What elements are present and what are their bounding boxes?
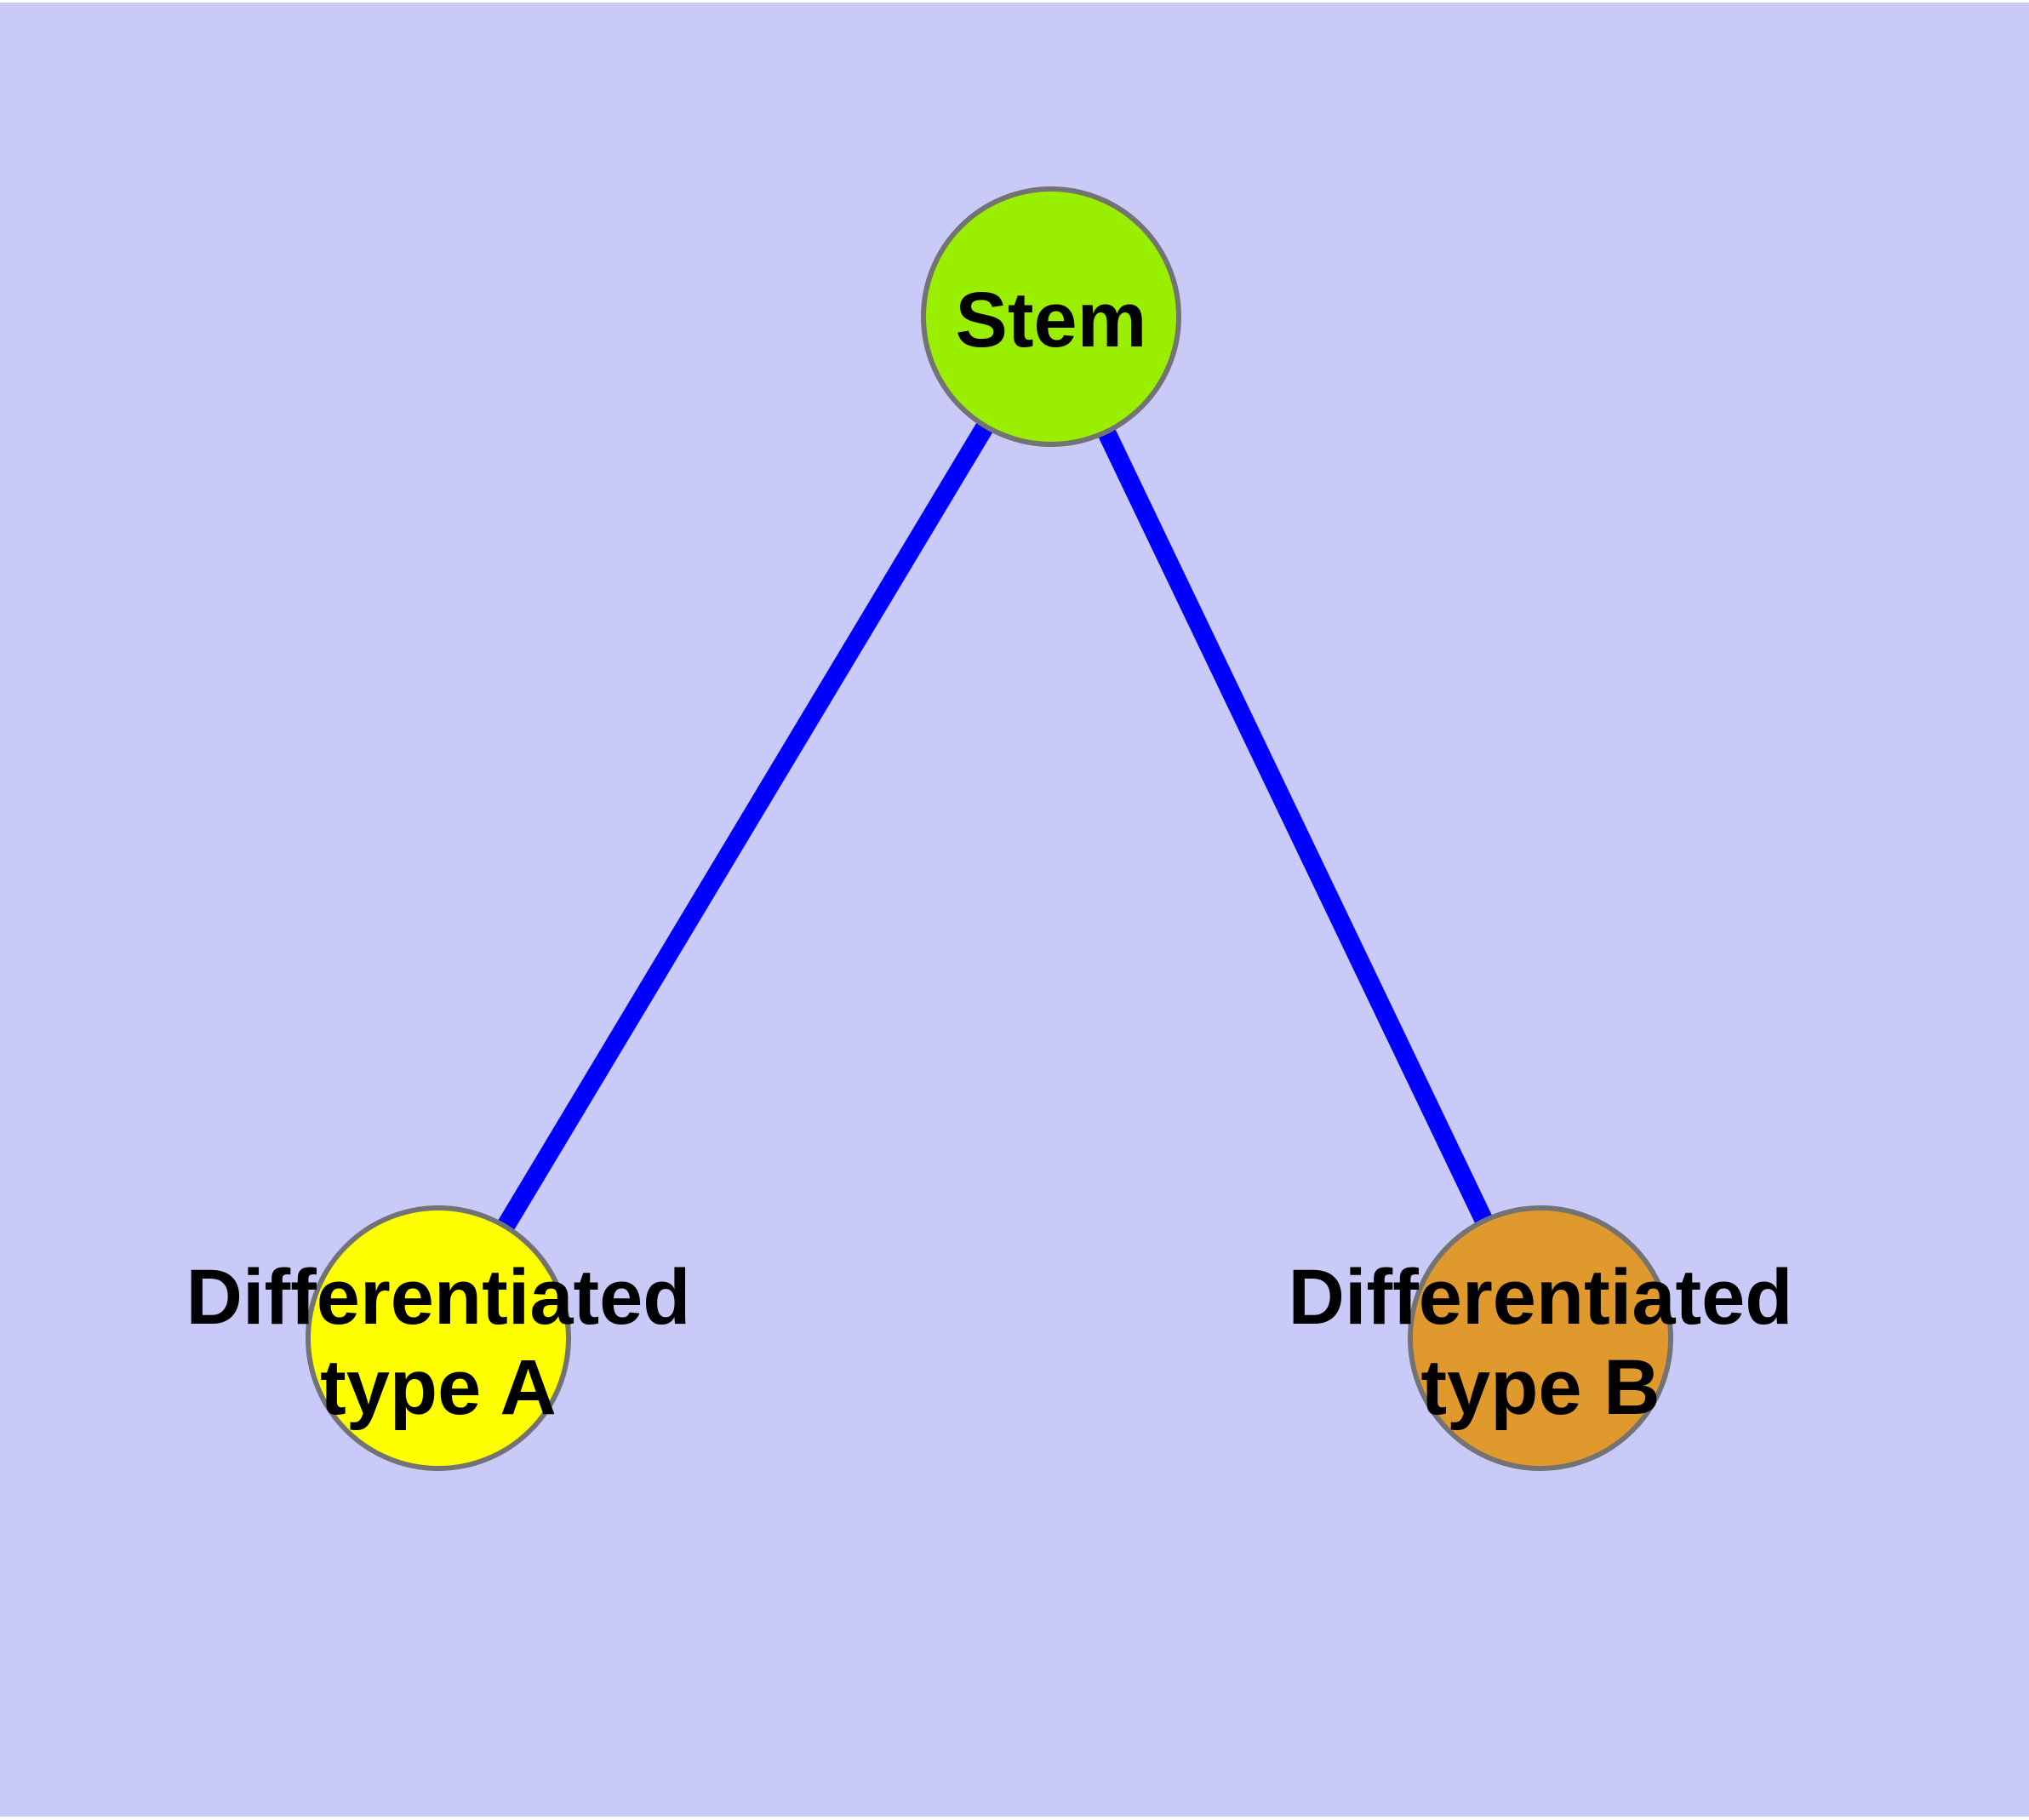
node-type-a-label-line1: Differentiated (186, 1254, 691, 1341)
edge-stem-to-type-a (430, 312, 1060, 1343)
node-stem-circle (921, 186, 1181, 447)
node-type-b-label-line2: type B (1420, 1344, 1660, 1431)
node-type-a-circle (306, 1205, 571, 1471)
node-type-b-label-line1: Differentiated (1289, 1254, 1793, 1341)
node-stem-label: Stem (956, 277, 1147, 363)
node-type-a-label-line2: type A (320, 1344, 557, 1431)
edge-stem-to-type-b (1043, 312, 1549, 1342)
node-type-b-circle (1408, 1205, 1673, 1471)
